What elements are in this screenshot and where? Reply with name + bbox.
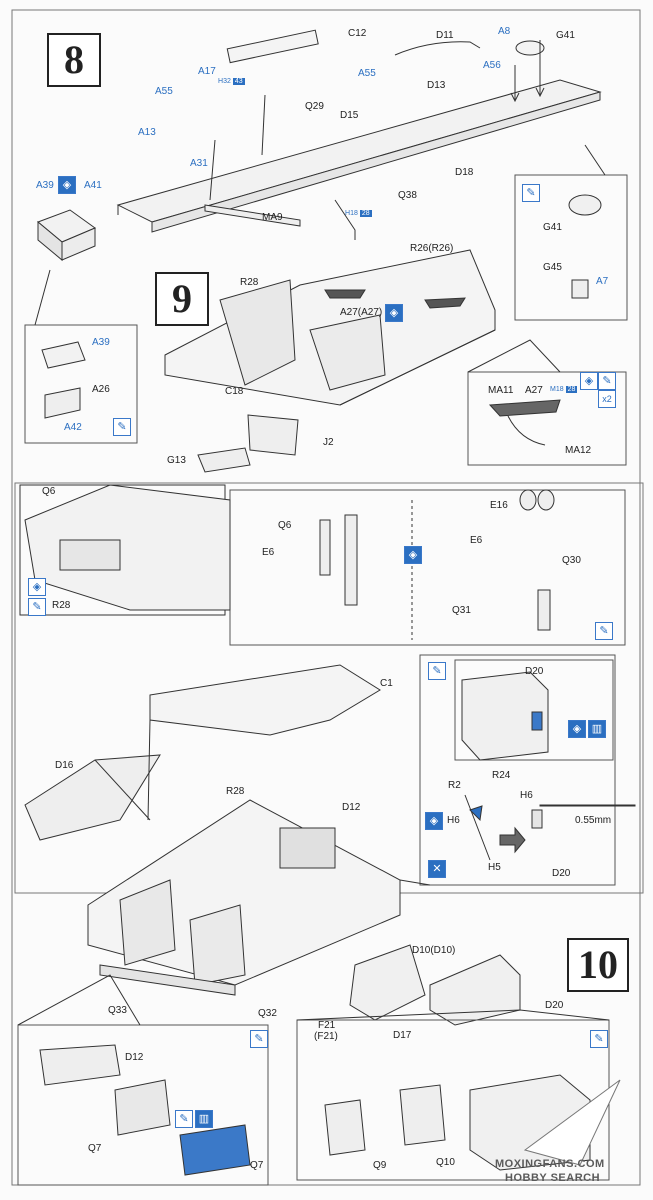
part-label: H6 bbox=[447, 815, 460, 826]
part-label: D20 bbox=[545, 1000, 564, 1011]
part-label: R28 bbox=[52, 600, 71, 611]
part-label: C1 bbox=[380, 678, 393, 689]
step-number-10: 10 bbox=[567, 938, 629, 992]
part-label: A13 bbox=[138, 127, 156, 138]
part-label: MA11 bbox=[488, 385, 514, 396]
part-label: A55 bbox=[155, 86, 173, 97]
part-label: A7 bbox=[596, 276, 609, 287]
part-label: C12 bbox=[348, 28, 367, 39]
part-label: R24 bbox=[492, 770, 511, 781]
paint-brush-icon: ✎ bbox=[428, 662, 446, 680]
part-label: A41 bbox=[84, 180, 102, 191]
paint-brush-icon: ✎ bbox=[28, 598, 46, 616]
part-label: A55 bbox=[358, 68, 376, 79]
part-label: R28 bbox=[240, 277, 259, 288]
part-label: Q7 bbox=[250, 1160, 264, 1171]
part-label: J2 bbox=[323, 437, 334, 448]
part-label: F21 bbox=[318, 1020, 336, 1031]
part-label: D12 bbox=[125, 1052, 144, 1063]
cement-icon: ◈ bbox=[580, 372, 598, 390]
part-label: A17 bbox=[198, 66, 216, 77]
part-label: (F21) bbox=[314, 1031, 338, 1042]
watermark-line-2: HOBBY SEARCH bbox=[505, 1172, 601, 1184]
part-label: Q33 bbox=[108, 1005, 127, 1016]
part-label: D11 bbox=[436, 30, 454, 41]
step-number-8: 8 bbox=[47, 33, 101, 87]
part-label: A31 bbox=[190, 158, 208, 169]
part-label: MA12 bbox=[565, 445, 592, 456]
part-label: Q7 bbox=[88, 1143, 102, 1154]
part-label: Q30 bbox=[562, 555, 581, 566]
cement-icon: ◈ bbox=[404, 546, 422, 564]
part-label: R26(R26) bbox=[410, 243, 454, 254]
part-label: D13 bbox=[427, 80, 446, 91]
part-label: D15 bbox=[340, 110, 359, 121]
part-label: D17 bbox=[393, 1030, 412, 1041]
paint-brush-icon: ✎ bbox=[598, 372, 616, 390]
cement-icon: ◈ bbox=[385, 304, 403, 322]
part-label: Q10 bbox=[436, 1157, 455, 1168]
part-label: Q6 bbox=[42, 486, 56, 497]
part-label: A8 bbox=[498, 26, 511, 37]
part-label: A26 bbox=[92, 384, 110, 395]
paint-brush-icon: ✎ bbox=[175, 1110, 193, 1128]
cement-icon: ◈ bbox=[425, 812, 443, 830]
part-label: R28 bbox=[226, 786, 245, 797]
part-label: A42 bbox=[64, 422, 82, 433]
part-label: R2 bbox=[448, 780, 461, 791]
part-label: G41 bbox=[543, 222, 562, 233]
paint-brush-icon: ✎ bbox=[113, 418, 131, 436]
part-label: D18 bbox=[455, 167, 474, 178]
part-label: D10(D10) bbox=[412, 945, 456, 956]
part-label: H6 bbox=[520, 790, 533, 801]
cement-icon: ◈ bbox=[28, 578, 46, 596]
paint-brush-icon: ✎ bbox=[250, 1030, 268, 1048]
part-label: A39 bbox=[36, 180, 54, 191]
photo-etch-icon: ▥ bbox=[195, 1110, 213, 1128]
part-label: A39 bbox=[92, 337, 110, 348]
part-label: Q32 bbox=[258, 1008, 277, 1019]
part-label: D20 bbox=[525, 666, 544, 677]
paint-ref: H18 28 bbox=[345, 210, 372, 217]
watermark-line-1: MOXINGFANS.COM bbox=[495, 1158, 605, 1170]
part-label: E6 bbox=[262, 547, 275, 558]
paint-brush-icon: ✎ bbox=[590, 1030, 608, 1048]
cement-icon: ◈ bbox=[58, 176, 76, 194]
part-label: A27(A27) bbox=[340, 307, 383, 318]
part-label: D12 bbox=[342, 802, 361, 813]
part-label: G41 bbox=[556, 30, 575, 41]
part-label: D20 bbox=[552, 868, 571, 879]
photo-etch-icon: ▥ bbox=[588, 720, 606, 738]
part-label: A56 bbox=[483, 60, 501, 71]
part-label: G13 bbox=[167, 455, 186, 466]
multiply-icon: x2 bbox=[598, 390, 616, 408]
paint-brush-icon: ✎ bbox=[522, 184, 540, 202]
paint-ref: M18 28 bbox=[550, 386, 578, 393]
part-label: H5 bbox=[488, 862, 501, 873]
step-number-9: 9 bbox=[155, 272, 209, 326]
part-label: G45 bbox=[543, 262, 562, 273]
part-label: Q6 bbox=[278, 520, 292, 531]
part-label: Q31 bbox=[452, 605, 471, 616]
part-label: C18 bbox=[225, 386, 244, 397]
remove-icon: ✕ bbox=[428, 860, 446, 878]
dimension-label: 0.55mm bbox=[575, 815, 612, 826]
part-label: E6 bbox=[470, 535, 483, 546]
paint-ref: H32 43 bbox=[218, 78, 245, 85]
part-label: MA9 bbox=[262, 212, 283, 223]
part-label: Q29 bbox=[305, 101, 324, 112]
part-label: D16 bbox=[55, 760, 74, 771]
part-label: Q38 bbox=[398, 190, 417, 201]
paint-brush-icon: ✎ bbox=[595, 622, 613, 640]
part-label: E16 bbox=[490, 500, 508, 511]
part-label: Q9 bbox=[373, 1160, 387, 1171]
part-label: A27 bbox=[525, 385, 543, 396]
cement-icon: ◈ bbox=[568, 720, 586, 738]
